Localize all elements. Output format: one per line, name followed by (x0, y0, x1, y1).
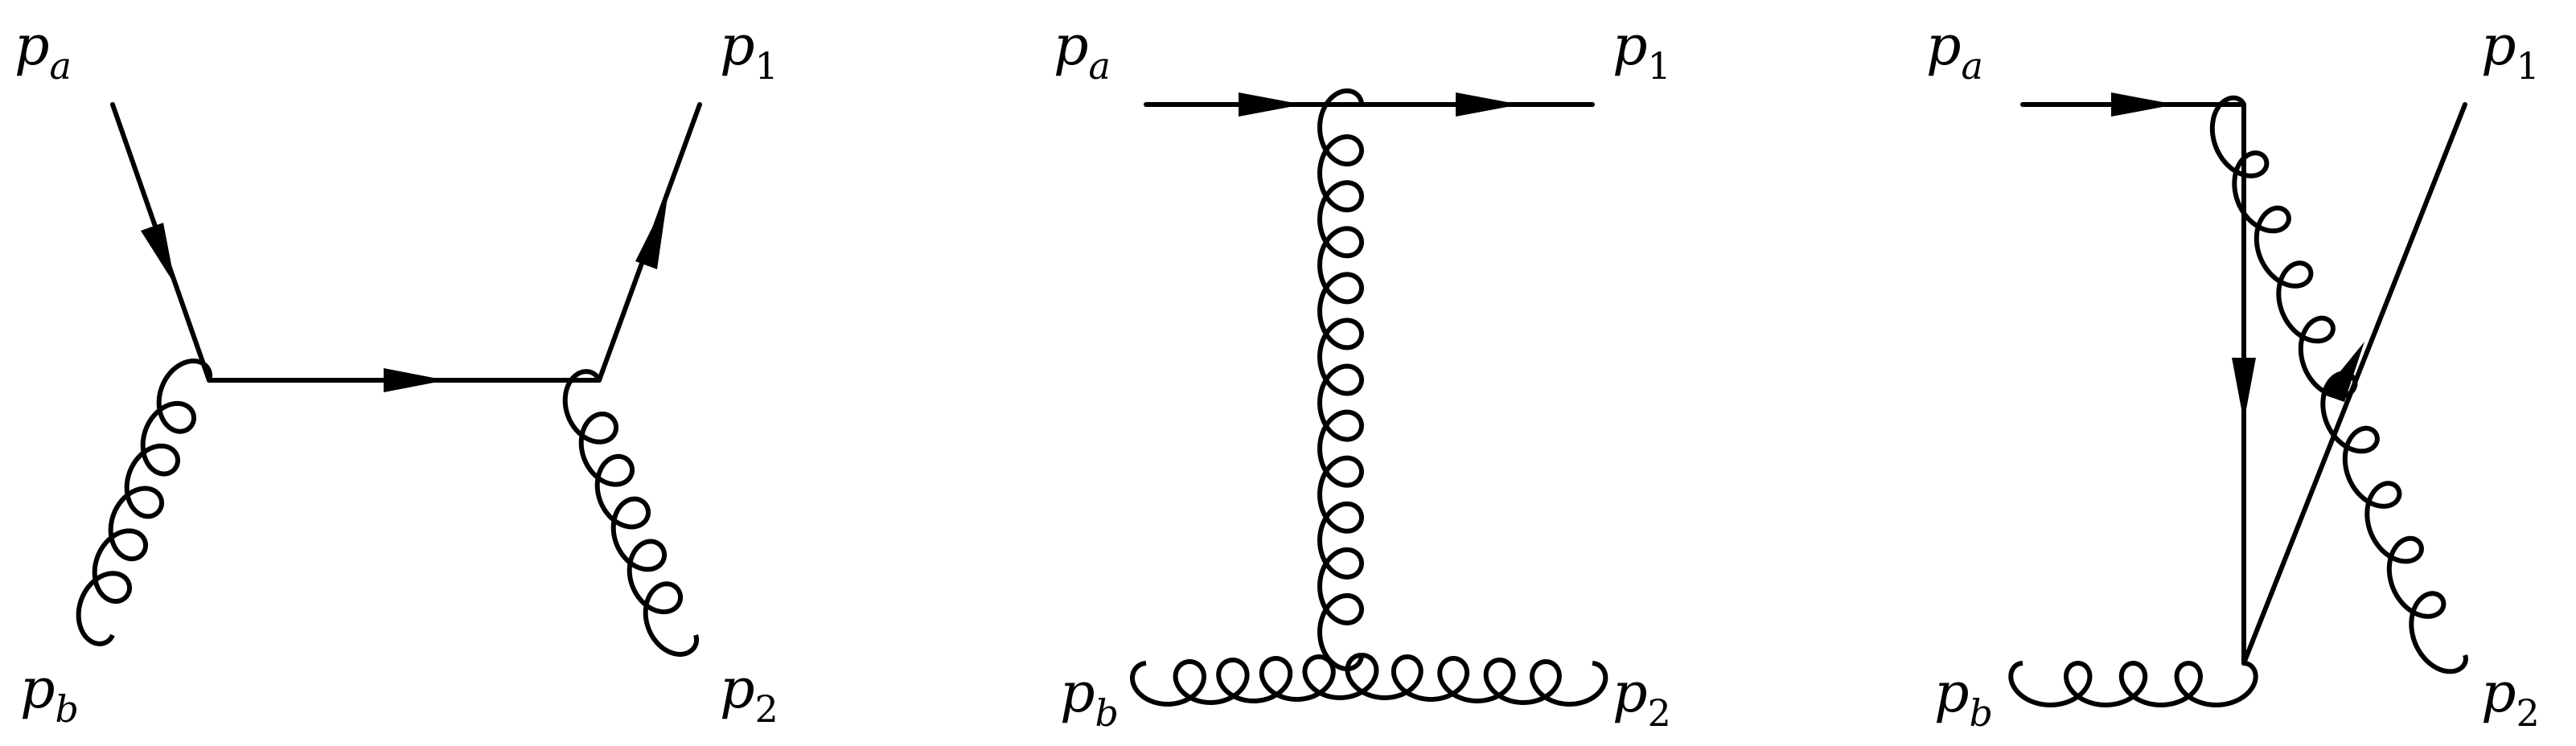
gluon-p2 (1345, 653, 1608, 707)
gluon-pb (2008, 661, 2258, 707)
gluon-p2 (2209, 95, 2468, 674)
diagram-s-channel: pa pb p1 p2 (14, 14, 779, 731)
quark-arrow-pa (2111, 92, 2175, 117)
label-p2: p2 (1613, 662, 1671, 735)
label-pb: pb (1060, 662, 1119, 735)
label-p1: p1 (720, 14, 779, 88)
label-pa: pa (1926, 14, 1983, 88)
quark-arrow-pa (1239, 92, 1303, 117)
label-pa: pa (14, 14, 72, 88)
quark-arrow-p1 (1456, 92, 1520, 117)
gluon-p2 (562, 369, 700, 657)
label-p1: p1 (2481, 14, 2540, 88)
label-pa: pa (1054, 14, 1111, 88)
quark-arrow-propagator (384, 368, 446, 392)
gluon-pb (1130, 653, 1379, 707)
diagram-u-channel: pa pb p1 p2 (1926, 14, 2540, 735)
label-pb: pb (20, 658, 79, 731)
gluon-exchange (1317, 88, 1364, 671)
label-p1: p1 (1613, 14, 1671, 88)
quark-arrow-propagator (2232, 358, 2256, 422)
label-p2: p2 (720, 658, 779, 731)
quark-arrow-p1 (635, 197, 668, 269)
diagram-t-channel: pa pb p1 p2 (1054, 14, 1671, 735)
label-pb: pb (1934, 662, 1993, 735)
gluon-pb (76, 359, 213, 646)
quark-arrow-pa (141, 223, 175, 285)
label-p2: p2 (2481, 662, 2540, 735)
